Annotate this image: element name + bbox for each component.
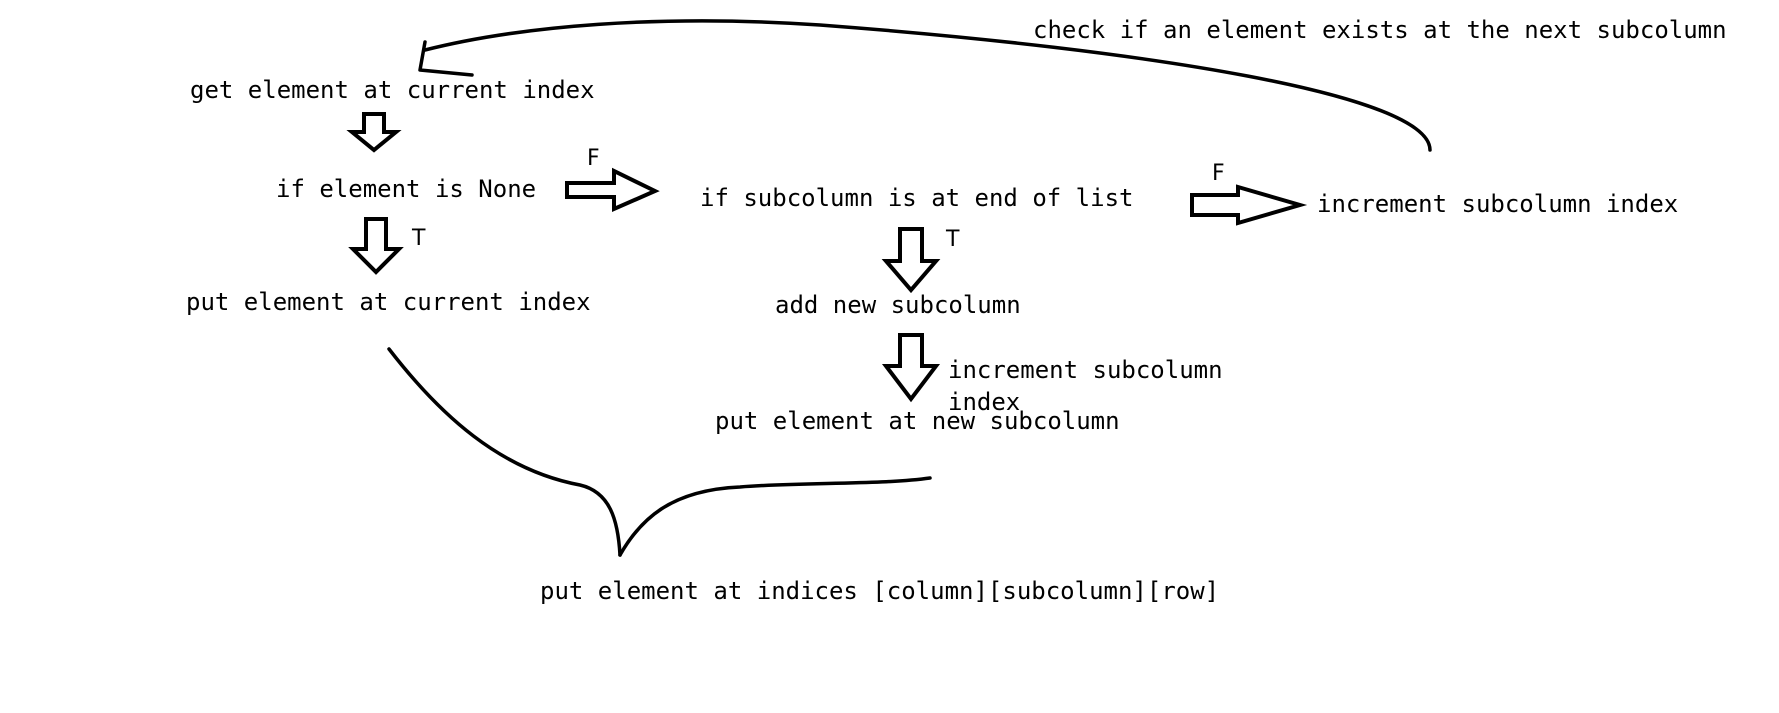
merge-curve-left <box>387 347 622 557</box>
node-put-at-indices: put element at indices [column][subcolum… <box>540 577 1219 605</box>
label-end-true: T <box>945 227 960 252</box>
node-get-element: get element at current index <box>190 76 595 104</box>
merge-curve-right <box>618 476 932 557</box>
label-none-false: F <box>587 146 600 171</box>
right-arrow-end-false <box>1190 184 1308 226</box>
down-arrow-get-to-check <box>346 112 402 153</box>
label-increment-line1: increment subcolumn <box>948 356 1223 384</box>
down-arrow-add-to-put <box>881 333 941 403</box>
down-arrow-none-true <box>348 217 404 275</box>
down-arrow-end-true <box>881 227 941 294</box>
label-end-false: F <box>1212 161 1225 186</box>
right-arrow-none-false <box>565 167 660 213</box>
loop-back-curve <box>423 19 1432 152</box>
node-increment-subcolumn: increment subcolumn index <box>1317 190 1678 218</box>
label-none-true: T <box>411 226 426 251</box>
loop-back-arrowhead <box>418 40 474 77</box>
node-check-next-subcolumn: check if an element exists at the next s… <box>1033 16 1727 44</box>
node-if-element-none: if element is None <box>276 175 536 203</box>
node-put-new-subcolumn: put element at new subcolumn <box>715 407 1120 435</box>
label-increment-line2: index <box>948 388 1020 416</box>
node-put-current-index: put element at current index <box>186 288 591 316</box>
node-if-subcolumn-end: if subcolumn is at end of list <box>700 184 1133 212</box>
node-add-subcolumn: add new subcolumn <box>775 291 1021 319</box>
